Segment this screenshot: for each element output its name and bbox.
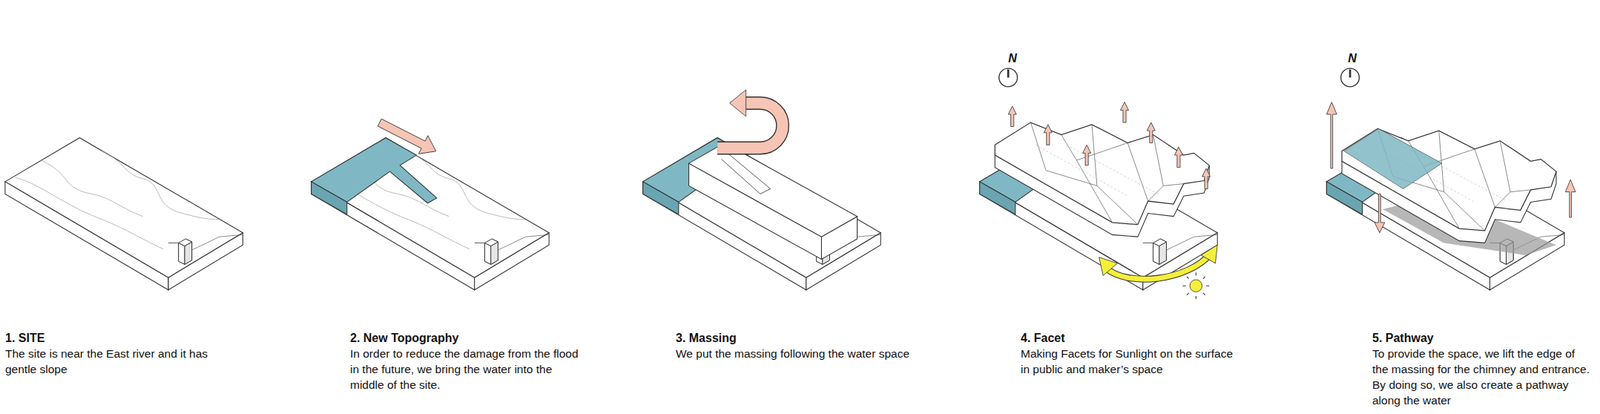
site-panel xyxy=(5,137,244,291)
drawing-part xyxy=(689,143,858,238)
drawing-part xyxy=(821,236,822,259)
drawing-part xyxy=(375,113,441,161)
facet-panel xyxy=(979,68,1218,299)
drawing-part xyxy=(1105,252,1212,279)
drawing-part xyxy=(1374,193,1385,233)
step-heading: 3. Massing xyxy=(675,330,914,346)
drawing-part xyxy=(1341,128,1557,243)
drawing-part xyxy=(1200,244,1218,264)
north-label: N xyxy=(1344,51,1360,66)
drawing-part xyxy=(311,137,550,291)
step-heading: 4. Facet xyxy=(1020,330,1259,346)
drawing-part xyxy=(717,103,783,149)
step-description: To provide the space, we lift the edge o… xyxy=(1372,345,1594,408)
drawing-part xyxy=(729,89,747,117)
step-description: Making Facets for Sunlight on the surfac… xyxy=(1020,345,1244,377)
massing-panel xyxy=(643,89,882,291)
drawing-part xyxy=(1146,122,1155,144)
drawing-part xyxy=(15,151,220,250)
drawing-part xyxy=(1326,102,1337,169)
drawing-part xyxy=(717,103,783,149)
drawing-part xyxy=(1105,252,1212,279)
step-description: We put the massing following the water s… xyxy=(675,345,914,362)
step-heading: 2. New Topography xyxy=(350,330,588,346)
north-label: N xyxy=(1005,51,1020,66)
drawing-part xyxy=(1182,272,1210,299)
drawing-part xyxy=(1099,257,1118,276)
drawing-part xyxy=(999,68,1018,87)
drawing-part xyxy=(1008,106,1017,127)
drawing-part xyxy=(994,122,1210,237)
drawing-part xyxy=(1082,144,1092,166)
drawing-part xyxy=(721,152,771,194)
drawing-part xyxy=(1349,69,1352,78)
pathway-panel xyxy=(1326,68,1576,291)
drawing-part xyxy=(1344,128,1443,189)
drawing-part xyxy=(643,137,882,291)
drawing-part xyxy=(1202,168,1211,190)
step-heading: 1. SITE xyxy=(5,330,228,346)
step-heading: 5. Pathway xyxy=(1372,330,1594,346)
drawing-part xyxy=(311,137,437,215)
drawing-part xyxy=(1565,179,1576,218)
drawing-part xyxy=(1120,102,1129,124)
drawing-part xyxy=(1174,146,1183,168)
topography-panel xyxy=(311,113,550,291)
step-description: In order to reduce the damage from the f… xyxy=(350,345,581,393)
drawing-part xyxy=(1341,68,1360,87)
drawing-part xyxy=(5,68,1576,299)
drawing-part xyxy=(1043,124,1052,146)
drawing-part xyxy=(375,113,441,161)
drawing-part xyxy=(1189,279,1203,293)
drawing-part xyxy=(5,137,244,291)
step-description: The site is near the East river and it h… xyxy=(5,345,221,377)
drawing-part xyxy=(1007,69,1010,78)
